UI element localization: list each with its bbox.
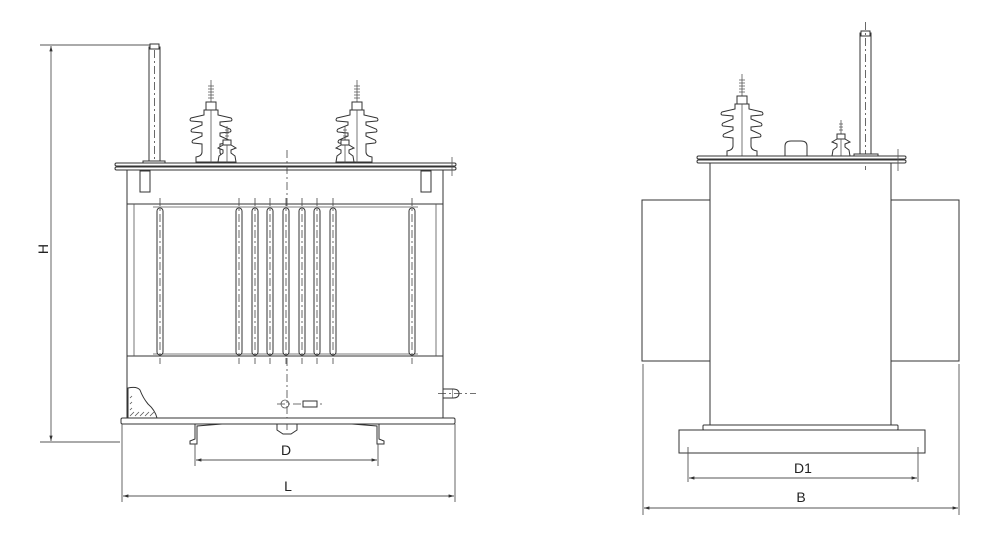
hv-bushing — [720, 73, 764, 159]
front-view: H — [35, 43, 476, 502]
dimension-l: L — [121, 424, 456, 502]
radiator-fin — [235, 198, 243, 364]
radiator-right — [890, 199, 960, 362]
radiator-fin — [156, 198, 164, 364]
radiator-fin — [313, 198, 321, 364]
dimension-label-d: D — [281, 442, 291, 458]
hatched-bracket — [127, 386, 158, 419]
radiator-fins — [156, 198, 416, 364]
drain-valve — [277, 399, 325, 409]
radiator-fin — [266, 198, 274, 364]
dimension-d: D — [194, 442, 379, 466]
dimension-b: B — [642, 364, 960, 515]
breather-cap — [784, 140, 808, 156]
dimension-label-h: H — [35, 244, 51, 254]
tank-body — [709, 163, 892, 425]
radiator-fin — [251, 198, 259, 364]
dimension-h: H — [35, 44, 152, 443]
radiator-fin — [298, 198, 306, 364]
dimension-d1: D1 — [687, 447, 919, 482]
tank-cover — [114, 157, 457, 176]
dimension-label-b: B — [796, 489, 805, 505]
dimension-label-l: L — [284, 478, 292, 494]
radiator-fin — [282, 198, 290, 364]
lv-bushing — [831, 119, 851, 159]
side-view: D1 B — [641, 22, 960, 515]
dimension-label-d1: D1 — [794, 460, 812, 476]
base-frame — [120, 417, 456, 445]
base-frame — [678, 424, 926, 454]
radiator-fin — [408, 198, 416, 364]
radiator-fin — [329, 198, 337, 364]
side-valve — [438, 388, 476, 399]
oil-level-rod — [142, 43, 166, 170]
oil-level-rod — [853, 22, 879, 170]
radiator-left — [641, 199, 711, 362]
tank-cover — [696, 149, 907, 171]
tank-body — [126, 150, 444, 430]
